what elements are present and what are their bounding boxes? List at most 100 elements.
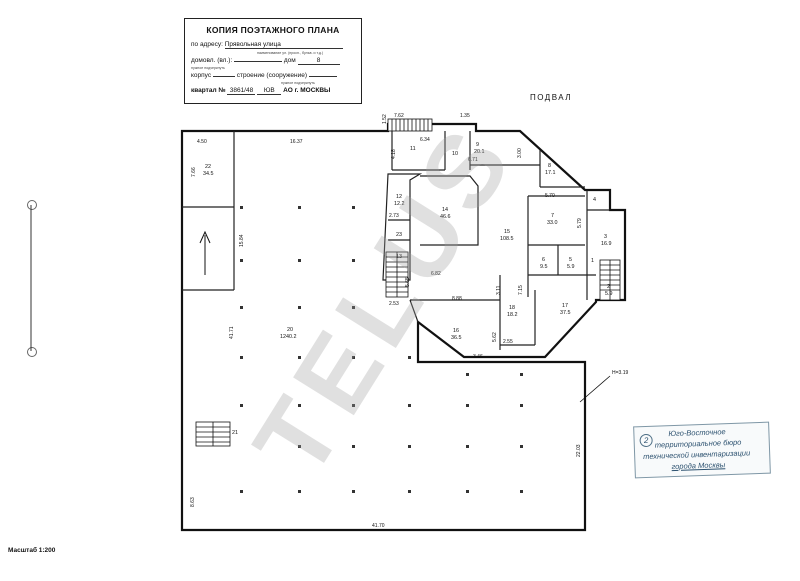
floor-title: ПОДВАЛ	[530, 93, 573, 102]
room-6-number: 6	[542, 257, 545, 263]
title-block-stamp: КОПИЯ ПОЭТАЖНОГО ПЛАНА по адресу: Прявол…	[184, 18, 362, 104]
bti-line-4: города Москвы	[671, 460, 726, 472]
dom-value: 8	[297, 57, 340, 65]
address-value: Прявольная улица	[224, 41, 343, 49]
dim-2-53: 2.53	[389, 301, 399, 307]
domovl-label: домовл. (вл.):	[191, 57, 233, 64]
room-12-number: 12	[396, 194, 402, 200]
room-7-area: 33.0	[547, 220, 558, 226]
binder-hole-top	[27, 200, 37, 210]
dim-7-66: 7.66	[191, 167, 197, 177]
dim-41-70: 41.70	[372, 523, 385, 529]
okrug-suffix: АО г. МОСКВЫ	[283, 87, 331, 94]
room-18-number: 18	[509, 305, 515, 311]
address-row: по адресу: Прявольная улица	[191, 41, 343, 49]
room-9-number: 9	[476, 142, 479, 148]
stamp-title: КОПИЯ ПОЭТАЖНОГО ПЛАНА	[206, 25, 340, 35]
korpus-label: корпус	[191, 72, 212, 79]
room-21-number: 21	[232, 430, 238, 436]
dim-8-63: 8.63	[190, 497, 196, 507]
dim-3-00: 3.00	[517, 148, 523, 158]
dim-h-3-19: Н=3.19	[612, 370, 628, 376]
room-15-number: 15	[504, 229, 510, 235]
bti-stamp-number: 2	[639, 433, 653, 448]
room-16-area: 36.5	[451, 335, 462, 341]
direction-arrow	[199, 230, 211, 275]
room-labels: 22 34.5 11 10 9 20.1 8 17.1 12 12.2 14 4…	[203, 142, 613, 436]
dim-2-73: 2.73	[389, 213, 399, 219]
room-8-number: 8	[548, 163, 551, 169]
dim-6-34: 6.34	[420, 137, 430, 143]
room-4-number: 4	[593, 197, 596, 203]
room-13-number: 13	[396, 254, 402, 260]
dimension-labels: 4.50 16.37 7.62 1.52 1.35 6.34 4.18 6.71…	[190, 113, 628, 529]
dim-22-03: 22.03	[576, 444, 582, 457]
dim-3-11: 3.11	[496, 285, 502, 295]
korpus-row: корпус строение (сооружение)	[191, 72, 337, 79]
okrug-value: ЮВ	[257, 87, 282, 95]
domovl-row: домовл. (вл.): дом 8	[191, 57, 340, 65]
dim-4-18: 4.18	[391, 149, 397, 159]
room-1-number: 1	[591, 258, 594, 264]
stroenie-value	[308, 76, 337, 77]
dim-2-55: 2.55	[503, 339, 513, 345]
room-8-area: 17.1	[545, 170, 556, 176]
dim-16-37: 16.37	[290, 139, 303, 145]
dim-5-79: 5.79	[577, 218, 583, 228]
dim-8-88: 8.88	[452, 296, 462, 302]
room-5-number: 5	[569, 257, 572, 263]
domovl-value	[234, 61, 283, 62]
bti-stamp: 2 Юго-Восточное территориальное бюро тех…	[633, 421, 771, 479]
korpus-value	[212, 76, 235, 77]
scale-label: Масштаб 1:200	[8, 547, 56, 554]
room-17-area: 37.5	[560, 310, 571, 316]
dim-5-62: 5.62	[492, 332, 498, 342]
room-9-area: 20.1	[474, 149, 485, 155]
room-17-number: 17	[562, 303, 568, 309]
room-14-number: 14	[442, 207, 448, 213]
dim-7-62: 7.62	[394, 113, 404, 119]
room-18-area: 18.2	[507, 312, 518, 318]
room-5-area: 5.9	[567, 264, 575, 270]
dim-4-50: 4.50	[197, 139, 207, 145]
room-15-area: 108.5	[500, 236, 514, 242]
dim-1-52: 1.52	[382, 114, 388, 124]
kvartal-row: квартал № 3861/48 ЮВ АО г. МОСКВЫ	[191, 87, 330, 95]
dim-6-82: 6.82	[431, 271, 441, 277]
room-16-number: 16	[453, 328, 459, 334]
bti-line-1: Юго-Восточное	[668, 427, 726, 439]
level-pointer	[579, 375, 611, 403]
binder-hole-bottom	[27, 347, 37, 357]
dim-5-70: 5.70	[545, 193, 555, 199]
bti-line-3: технической инвентаризации	[643, 448, 751, 462]
address-hint: наименование ул. (просп., бульв. и т.д.)	[257, 51, 324, 55]
room-12-area: 12.2	[394, 201, 405, 207]
kvartal-value: 3861/48	[227, 87, 256, 95]
room-20-number: 20	[287, 327, 293, 333]
room-22-area: 34.5	[203, 171, 214, 177]
outer-walls	[180, 122, 627, 532]
room-22-number: 22	[205, 164, 211, 170]
dim-15-84: 15.84	[239, 234, 245, 247]
dim-7-15: 7.15	[518, 285, 524, 295]
dim-1-35: 1.35	[460, 113, 470, 119]
room-11-number: 11	[410, 146, 416, 152]
dim-5-65: 5.65	[405, 277, 411, 287]
room-3-number: 3	[604, 234, 607, 240]
stroenie-hint: нужное подчеркнуть	[281, 81, 315, 85]
dom-label: дом	[283, 57, 296, 64]
dim-3-46: 3.46	[473, 354, 483, 360]
dim-41-71: 41.71	[229, 326, 235, 339]
domovl-hint: нужное подчеркнуть	[191, 66, 225, 70]
stairs	[195, 118, 621, 447]
column-grid	[240, 206, 523, 493]
room-3-area: 16.9	[601, 241, 612, 247]
kvartal-label: квартал №	[191, 87, 226, 94]
room-6-area: 9.5	[540, 264, 548, 270]
address-label: по адресу:	[191, 41, 223, 48]
dim-6-71: 6.71	[468, 157, 478, 163]
bti-line-2: территориальное бюро	[654, 437, 742, 450]
interior-walls	[182, 131, 610, 350]
room-14-area: 46.6	[440, 214, 451, 220]
